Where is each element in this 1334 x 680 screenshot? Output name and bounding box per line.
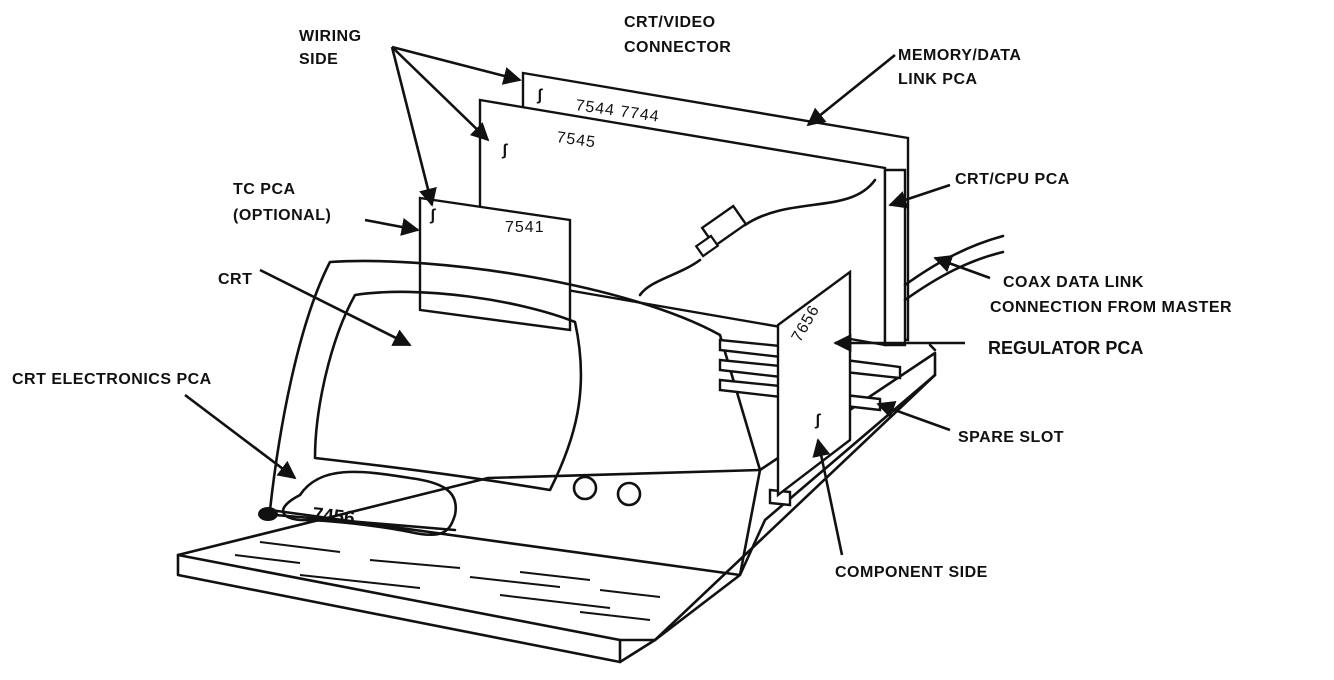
wiring-mark-1: ʃ [536, 87, 543, 104]
svg-text:CRT/VIDEO: CRT/VIDEO [624, 14, 716, 31]
leader-arrows [184, 45, 991, 556]
label-component-side: COMPONENT SIDE [835, 564, 988, 581]
label-crt-video-connector: CRT/VIDEO CONNECTOR [624, 14, 731, 56]
cpu-board-number: 7545 [555, 129, 597, 151]
knob-left-icon [572, 475, 598, 501]
label-spare-slot: SPARE SLOT [958, 429, 1064, 446]
label-crt: CRT [218, 271, 252, 288]
svg-text:LINK PCA: LINK PCA [898, 71, 978, 88]
label-memory-data-link: MEMORY/DATA LINK PCA [898, 47, 1021, 88]
component-mark: ʃ [814, 412, 821, 429]
label-tc-pca: TC PCA (OPTIONAL) [233, 181, 331, 224]
svg-text:CONNECTOR: CONNECTOR [624, 39, 731, 56]
label-crt-cpu: CRT/CPU PCA [955, 171, 1070, 188]
wiring-mark-3: ʃ [429, 207, 436, 224]
svg-text:CONNECTION FROM MASTER: CONNECTION FROM MASTER [990, 299, 1232, 316]
regulator-pca-board: 7656 ʃ [776, 269, 852, 498]
svg-text:COAX DATA LINK: COAX DATA LINK [1003, 274, 1144, 291]
crt-electronics-pca: 7456 [258, 470, 458, 537]
wiring-mark-2: ʃ [501, 142, 508, 159]
svg-text:WIRING: WIRING [299, 28, 362, 45]
crt-monitor [268, 259, 762, 577]
svg-text:(OPTIONAL): (OPTIONAL) [233, 207, 331, 224]
crt-video-cable [638, 178, 877, 297]
knob-right-icon [616, 481, 642, 507]
tc-board-number: 7541 [505, 219, 545, 236]
electronics-board-number: 7456 [311, 504, 355, 529]
svg-text:SIDE: SIDE [299, 51, 338, 68]
svg-text:MEMORY/DATA: MEMORY/DATA [898, 47, 1021, 64]
label-wiring-side: WIRING SIDE [299, 28, 362, 68]
label-regulator: REGULATOR PCA [988, 338, 1143, 358]
card-rails [718, 338, 902, 507]
coax-cable [883, 168, 1005, 352]
svg-text:TC PCA: TC PCA [233, 181, 296, 198]
keyboard-base [176, 351, 937, 664]
label-coax: COAX DATA LINK CONNECTION FROM MASTER [990, 274, 1232, 316]
tc-pca-board: 7541 ʃ [418, 196, 572, 332]
label-crt-electronics: CRT ELECTRONICS PCA [12, 371, 212, 388]
